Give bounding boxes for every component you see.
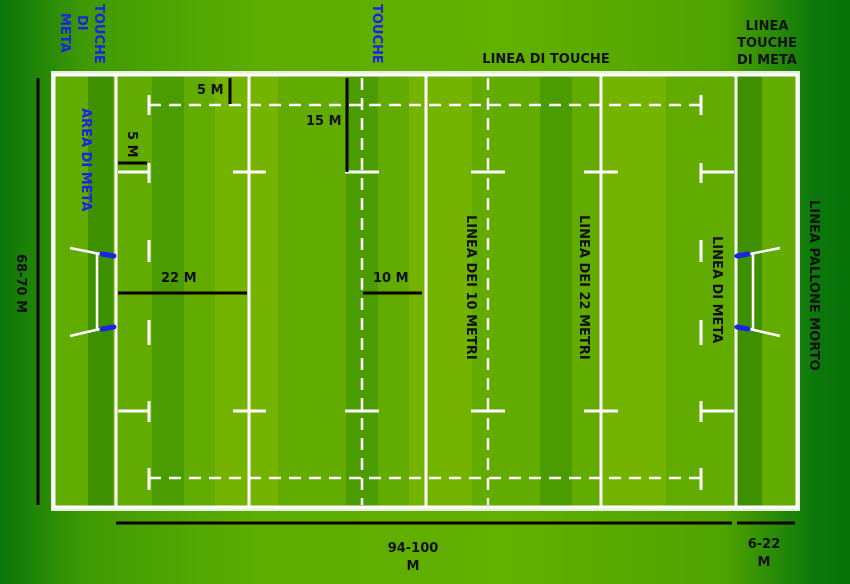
measure-5m-side: 5 M	[124, 131, 139, 158]
grass-stripe	[278, 75, 310, 507]
measure-22m: 22 M	[161, 271, 197, 286]
label-length-1: 94-100	[388, 541, 439, 556]
grass-stripe	[248, 75, 278, 507]
label-linea-dei-22-metri: LINEA DEI 22 METRI	[576, 215, 591, 360]
measure-10m: 10 M	[373, 271, 409, 286]
grass-stripe	[378, 75, 409, 507]
label-linea-di-meta: LINEA DI META	[709, 236, 724, 343]
5m-line-marks	[147, 95, 703, 490]
label-linea-touche-di-meta-3: DI META	[737, 53, 797, 68]
label-area-di-meta: AREA DI META	[78, 108, 93, 211]
label-linea-pallone-morto: LINEA PALLONE MORTO	[806, 200, 821, 371]
grass-stripe	[504, 75, 540, 507]
grass-stripe	[442, 75, 472, 507]
label-width: 68-70 M	[13, 254, 28, 313]
grass-stripe	[184, 75, 215, 507]
label-linea-di-touche: LINEA DI TOUCHE	[482, 52, 609, 67]
label-touche-di-meta-3: META	[57, 13, 72, 53]
15m-hash-marks	[118, 163, 734, 422]
label-touche: TOUCHE	[369, 4, 384, 64]
measure-15m: 15 M	[306, 114, 342, 129]
grass-stripe	[116, 75, 152, 507]
label-touche-di-meta-2: DI	[74, 15, 89, 31]
grass-stripe	[737, 75, 762, 507]
label-in-goal-2: M	[758, 555, 771, 570]
grass-stripe	[215, 75, 248, 507]
label-linea-touche-di-meta-2: TOUCHE	[737, 36, 797, 51]
grass-stripe	[310, 75, 346, 507]
label-linea-dei-10-metri: LINEA DEI 10 METRI	[463, 215, 478, 360]
label-touche-di-meta-1: TOUCHE	[91, 4, 106, 64]
grass-stripe	[540, 75, 572, 507]
grass-stripe	[666, 75, 698, 507]
grass-stripe	[572, 75, 603, 507]
label-in-goal-1: 6-22	[748, 537, 781, 552]
measure-5m-top: 5 M	[197, 83, 224, 98]
label-length-2: M	[407, 559, 420, 574]
goal-posts-right	[734, 246, 781, 338]
label-linea-touche-di-meta-1: LINEA	[746, 19, 789, 34]
grass-stripe	[636, 75, 666, 507]
grass-stripe	[698, 75, 734, 507]
goal-posts-left	[69, 246, 117, 338]
grass-stripe	[88, 75, 113, 507]
grass-stripe	[603, 75, 636, 507]
grass-stripes	[54, 75, 797, 507]
grass-stripe	[152, 75, 184, 507]
